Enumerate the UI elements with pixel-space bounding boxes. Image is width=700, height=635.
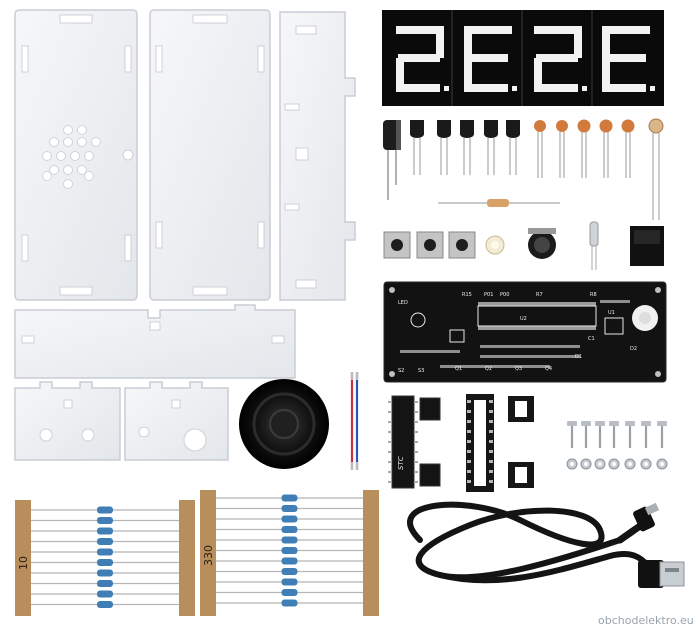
resistor-body bbox=[281, 589, 298, 596]
acrylic-panel-right-narrow bbox=[279, 11, 356, 301]
resistor-body bbox=[281, 568, 298, 575]
resistor-body bbox=[281, 505, 298, 512]
resistor-body bbox=[97, 559, 113, 566]
pcb-silk-label: Q4 bbox=[545, 366, 552, 372]
acrylic-panel-left bbox=[14, 9, 138, 301]
resistor-body bbox=[281, 547, 298, 554]
transistors bbox=[410, 120, 520, 175]
chip-brand-label: STC bbox=[397, 456, 405, 470]
pcb-silk-label: Q1 bbox=[455, 366, 462, 372]
push-buttons bbox=[383, 231, 476, 259]
resistor-body bbox=[97, 538, 113, 545]
ic-socket-large bbox=[466, 394, 494, 492]
resistor-body bbox=[281, 494, 298, 502]
resistor-value-label: 10 bbox=[17, 556, 30, 570]
printed-circuit-board: LED R15 P01 P00 U2 R7 U1 R8 Q1 Q2 Q3 Q4 … bbox=[383, 281, 667, 383]
resistor-row-group bbox=[216, 494, 363, 607]
single-resistor bbox=[438, 199, 560, 207]
resistor-body bbox=[97, 527, 113, 535]
crystal-oscillator bbox=[589, 221, 599, 270]
acrylic-panel-long-bottom bbox=[14, 304, 296, 379]
speaker-hole-pattern bbox=[42, 125, 101, 189]
led-light bbox=[485, 235, 505, 255]
resistor-strip-10-ohm: 10 bbox=[15, 500, 195, 616]
resistor-body bbox=[97, 569, 113, 577]
pcb-silk-label: Q2 bbox=[485, 366, 492, 372]
pcb-silk-label: R7 bbox=[536, 292, 543, 298]
dc-barrel-plug bbox=[633, 502, 660, 532]
resistor-body bbox=[97, 601, 113, 608]
usb-plug bbox=[638, 560, 685, 588]
dc-power-jack bbox=[630, 226, 664, 266]
microcontroller-chip: STC bbox=[388, 395, 418, 489]
resistor-row-group bbox=[31, 506, 179, 608]
pcb-silk-label: S2 bbox=[398, 368, 404, 374]
resistor-strip-330-ohm: 330 bbox=[200, 490, 379, 616]
jumper-wires bbox=[350, 372, 359, 470]
pcb-silk-label: P01 bbox=[484, 292, 493, 298]
pcb-silk-label: U2 bbox=[520, 316, 527, 322]
small-ic-chips bbox=[419, 397, 441, 487]
resistor-body bbox=[281, 536, 298, 544]
pcb-silk-label: LED bbox=[398, 300, 408, 306]
resistor-body bbox=[97, 590, 113, 598]
acrylic-side-piece-left bbox=[14, 381, 121, 461]
resistor-body bbox=[281, 599, 298, 607]
resistor-body bbox=[97, 580, 113, 587]
photoresistor bbox=[648, 118, 664, 220]
resistor-body bbox=[97, 548, 113, 556]
pcb-silk-label: D1 bbox=[575, 354, 582, 360]
electrolytic-capacitor bbox=[383, 120, 401, 200]
pcb-silk-label: D2 bbox=[630, 346, 637, 352]
resistor-value-label: 330 bbox=[202, 545, 215, 566]
battery-holder bbox=[528, 228, 556, 259]
pcb-silk-label: R8 bbox=[590, 292, 597, 298]
pcb-silk-label: R15 bbox=[462, 292, 472, 298]
resistor-body bbox=[281, 515, 298, 523]
usb-power-cable bbox=[407, 501, 651, 584]
acrylic-panel-middle bbox=[149, 9, 271, 301]
resistor-body bbox=[281, 526, 298, 533]
pcb-silk-label: S3 bbox=[418, 368, 424, 374]
acrylic-side-piece-right bbox=[124, 381, 229, 461]
ceramic-capacitors bbox=[534, 119, 635, 178]
resistor-body bbox=[281, 578, 298, 586]
resistor-body bbox=[281, 557, 298, 565]
ic-sockets-small bbox=[508, 396, 534, 488]
seven-segment-led-display bbox=[382, 10, 664, 106]
resistor-body bbox=[97, 506, 113, 514]
pcb-silk-label: Q3 bbox=[515, 366, 522, 372]
pcb-silk-label: U1 bbox=[608, 310, 615, 316]
watermark-text: obchodelektro.eu bbox=[598, 614, 694, 627]
buzzer-speaker bbox=[239, 379, 329, 469]
resistor-body bbox=[97, 517, 113, 524]
pcb-silk-label: P00 bbox=[500, 292, 509, 298]
screws-and-nuts bbox=[566, 421, 668, 470]
pcb-silk-label: C1 bbox=[588, 336, 595, 342]
